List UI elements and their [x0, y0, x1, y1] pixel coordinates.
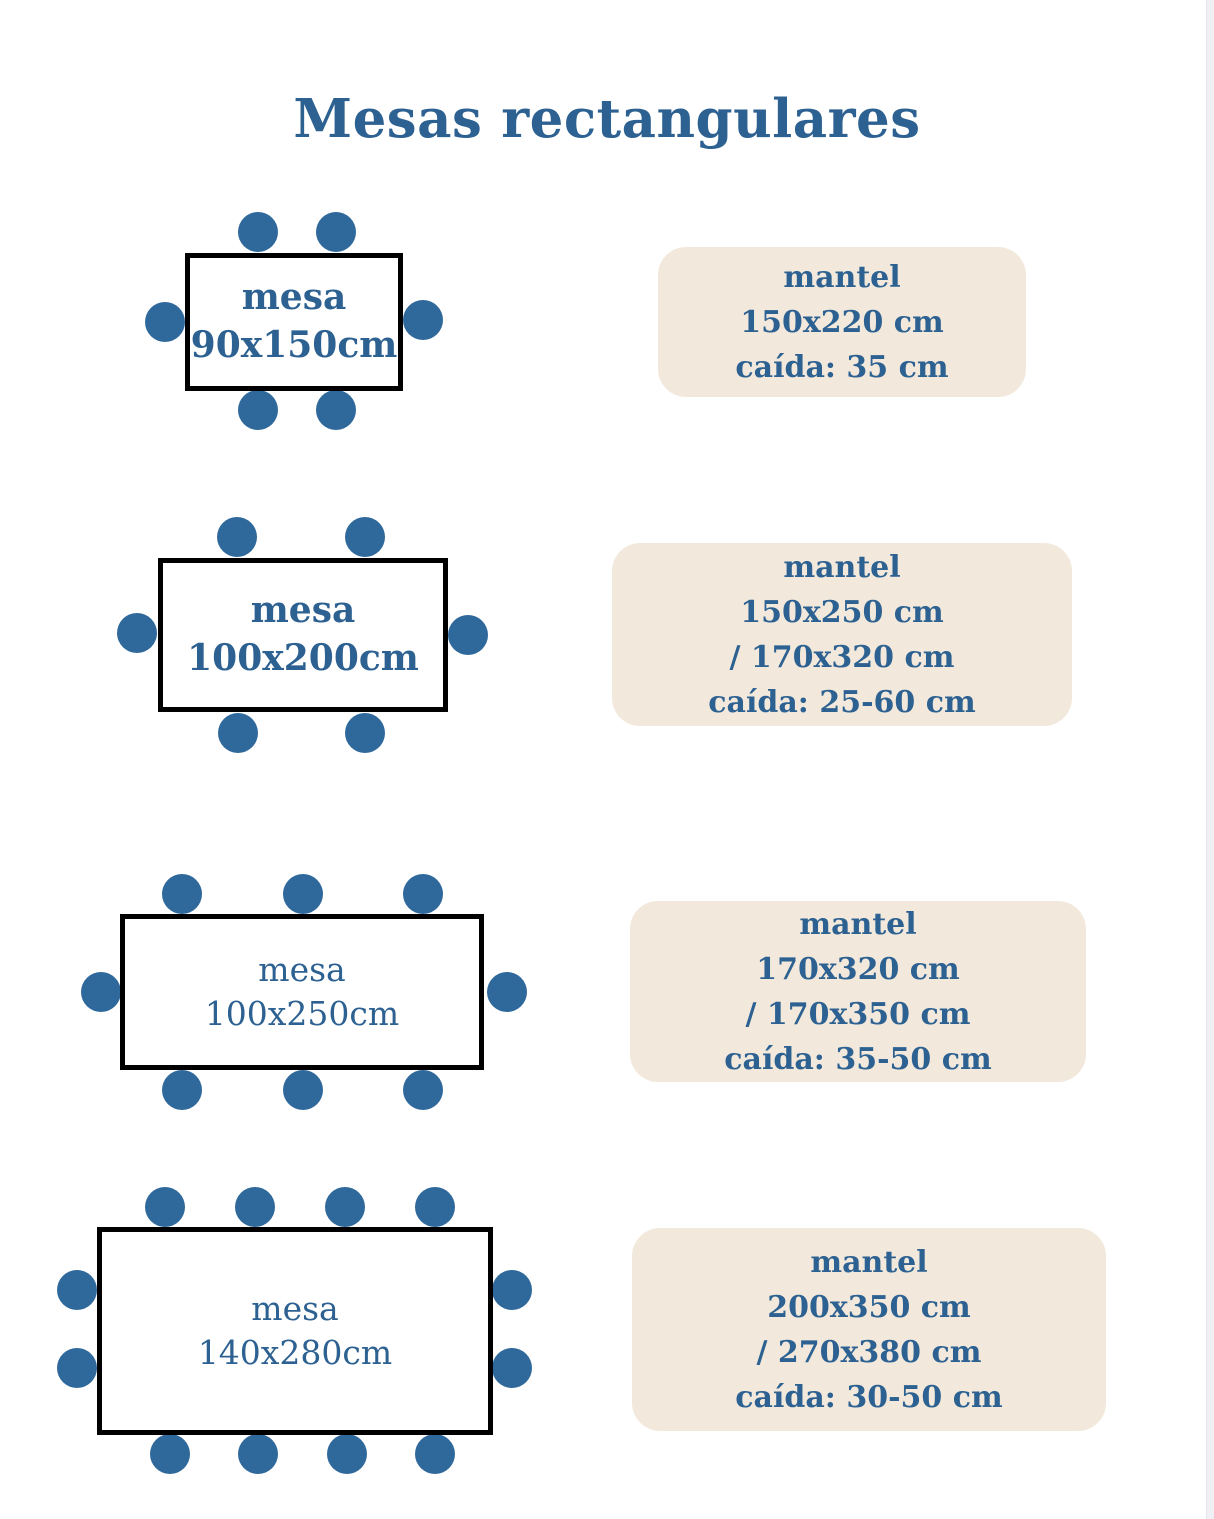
chair-icon: [492, 1348, 532, 1388]
chair-icon: [487, 972, 527, 1012]
chair-icon: [81, 972, 121, 1012]
mantel-size: 150x220 cm: [740, 304, 944, 340]
chair-icon: [238, 390, 278, 430]
chair-icon: [145, 302, 185, 342]
chair-icon: [238, 1434, 278, 1474]
chair-icon: [145, 1187, 185, 1227]
mantel-card-3: mantel 170x320 cm / 170x350 cm caída: 35…: [630, 901, 1086, 1082]
mantel-card-1: mantel 150x220 cm caída: 35 cm: [658, 247, 1026, 397]
table-size: 90x150cm: [190, 324, 398, 366]
table-size: 100x200cm: [187, 637, 419, 679]
mantel-title: mantel: [799, 906, 917, 942]
table-diagram-100x250: mesa 100x250cm: [120, 914, 484, 1070]
chair-icon: [316, 390, 356, 430]
chair-icon: [217, 517, 257, 557]
mantel-size-alt: / 170x320 cm: [729, 639, 955, 675]
chair-icon: [150, 1434, 190, 1474]
mantel-title: mantel: [810, 1244, 928, 1280]
page-title: Mesas rectangulares: [293, 88, 921, 150]
table-label: mesa: [258, 950, 346, 990]
chair-icon: [316, 212, 356, 252]
mantel-drop: caída: 35-50 cm: [724, 1041, 992, 1077]
chair-icon: [325, 1187, 365, 1227]
chair-icon: [57, 1270, 97, 1310]
table-label: mesa: [251, 1289, 339, 1329]
chair-icon: [345, 713, 385, 753]
mantel-title: mantel: [783, 549, 901, 585]
chair-icon: [57, 1348, 97, 1388]
chair-icon: [162, 874, 202, 914]
chair-icon: [117, 613, 157, 653]
chair-icon: [162, 1070, 202, 1110]
mantel-size-alt: / 170x350 cm: [745, 996, 971, 1032]
mantel-card-2: mantel 150x250 cm / 170x320 cm caída: 25…: [612, 543, 1072, 726]
mantel-drop: caída: 25-60 cm: [708, 684, 976, 720]
chair-icon: [283, 874, 323, 914]
chair-icon: [403, 874, 443, 914]
chair-icon: [492, 1270, 532, 1310]
table-diagram-140x280: mesa 140x280cm: [97, 1227, 493, 1435]
table-size: 140x280cm: [197, 1333, 393, 1372]
table-diagram-100x200: mesa 100x200cm: [158, 558, 448, 712]
chair-icon: [345, 517, 385, 557]
chair-icon: [448, 615, 488, 655]
mantel-title: mantel: [783, 259, 901, 295]
chair-icon: [403, 300, 443, 340]
chair-icon: [415, 1187, 455, 1227]
table-diagram-90x150: mesa 90x150cm: [185, 253, 403, 391]
table-size: 100x250cm: [204, 994, 400, 1033]
mantel-size: 170x320 cm: [756, 951, 960, 987]
mantel-size: 150x250 cm: [740, 594, 944, 630]
chair-icon: [218, 713, 258, 753]
mantel-drop: caída: 35 cm: [735, 349, 949, 385]
chair-icon: [415, 1434, 455, 1474]
mantel-drop: caída: 30-50 cm: [735, 1379, 1003, 1415]
chair-icon: [238, 212, 278, 252]
mantel-card-4: mantel 200x350 cm / 270x380 cm caída: 30…: [632, 1228, 1106, 1431]
mantel-size: 200x350 cm: [767, 1289, 971, 1325]
chair-icon: [327, 1434, 367, 1474]
scrollbar-track[interactable]: [1206, 0, 1214, 1519]
mantel-size-alt: / 270x380 cm: [756, 1334, 982, 1370]
chair-icon: [283, 1070, 323, 1110]
table-label: mesa: [250, 589, 356, 632]
chair-icon: [235, 1187, 275, 1227]
chair-icon: [403, 1070, 443, 1110]
table-label: mesa: [241, 276, 347, 319]
